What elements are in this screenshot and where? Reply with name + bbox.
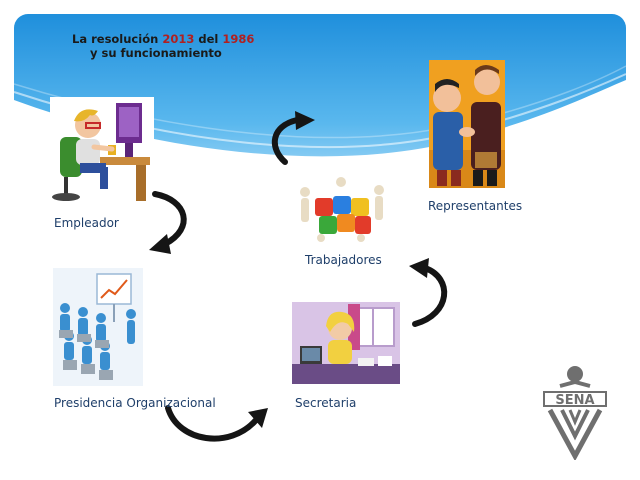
title-prefix: La resolución [72,32,159,46]
arrow-empleador-to-presidencia-icon [149,191,187,254]
title-mid: del [198,32,219,46]
title-line-2: y su funcionamiento [90,46,222,60]
presidency-illustration [53,268,143,386]
arrow-secretaria-to-trabajadores-icon [409,258,448,327]
label-empleador: Empleador [54,216,119,230]
secretary-illustration [292,302,400,384]
label-presidencia: Presidencia Organizacional [54,396,216,410]
arrow-trabajadores-to-representantes-icon [271,111,315,165]
representatives-illustration [429,60,505,188]
title-line-1: La resolución 2013 del 1986 [72,32,254,46]
arrow-presidencia-to-secretaria-icon [165,405,268,442]
label-trabajadores: Trabajadores [305,253,382,267]
title-number-1986: 1986 [222,32,255,46]
title-number-2013: 2013 [162,32,195,46]
workers-illustration [291,176,391,244]
svg-text:SENA: SENA [555,393,594,408]
label-representantes: Representantes [428,199,523,213]
sena-logo: SENA [543,366,607,460]
employer-illustration [50,97,154,205]
label-secretaria: Secretaria [295,396,357,410]
